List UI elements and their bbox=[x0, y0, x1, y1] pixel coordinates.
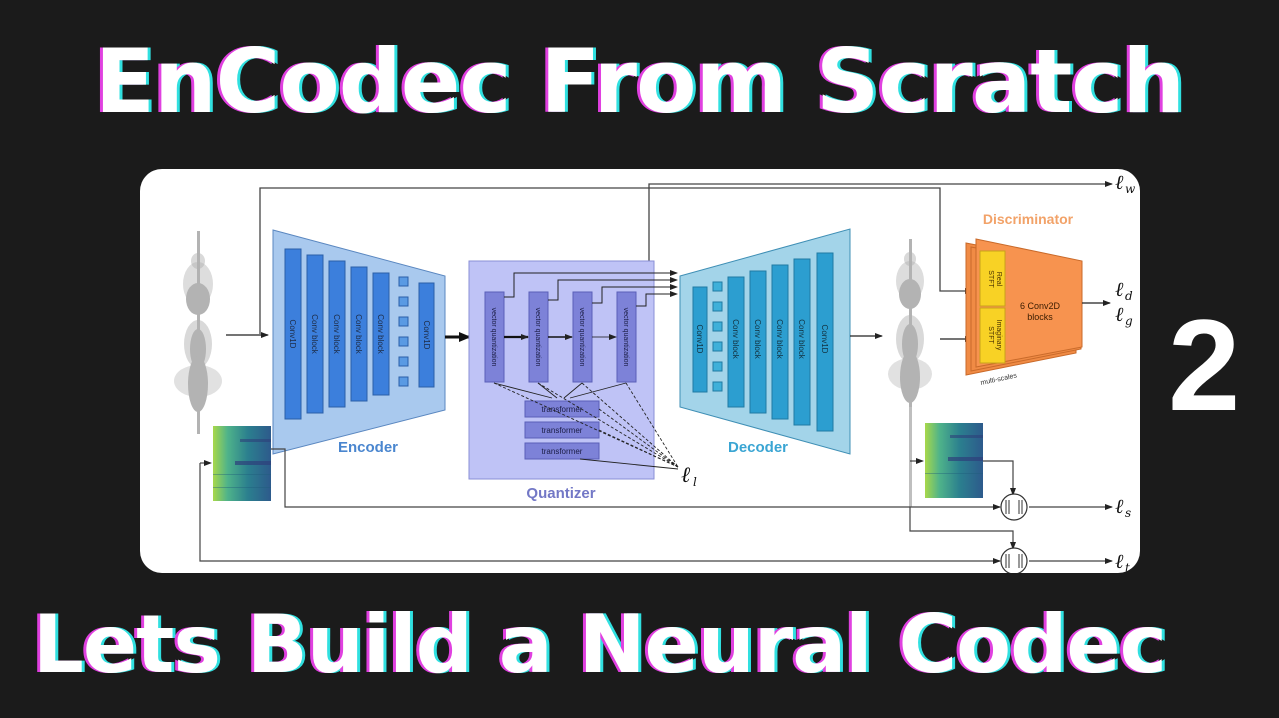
encoder-block-label: Conv1D bbox=[288, 320, 297, 349]
loss-g-symbol: ℓ bbox=[1115, 302, 1124, 326]
loss-g-subscript: g bbox=[1125, 314, 1133, 328]
imag-stft-label-1: Imaginary bbox=[995, 320, 1002, 351]
decoder-block-label: Conv block bbox=[797, 319, 806, 360]
encoder: Conv1D Conv block Conv block Conv block … bbox=[272, 229, 446, 456]
loss-s-symbol: ℓ bbox=[1115, 494, 1124, 518]
encoder-block-label: Conv block bbox=[354, 314, 363, 355]
vq-block-label: vector quantization bbox=[534, 308, 541, 367]
encoder-block-label: Conv block bbox=[310, 314, 319, 355]
discriminator: Real STFT Imaginary STFT 6 Conv2D blocks… bbox=[965, 211, 1083, 387]
loss-t-symbol: ℓ bbox=[1115, 549, 1124, 573]
conv2d-blocks-label-2: blocks bbox=[1027, 312, 1053, 322]
decoder-block-label: Conv block bbox=[753, 319, 762, 360]
title-top: EnCodec From Scratch bbox=[94, 30, 1185, 133]
multi-scales-label: multi-scales bbox=[980, 372, 1018, 387]
transformer-label: transformer bbox=[542, 405, 583, 414]
skip-line-top bbox=[259, 181, 1113, 334]
input-spectrogram bbox=[213, 426, 271, 501]
episode-number: 2 bbox=[1168, 292, 1241, 438]
real-stft-label-2: STFT bbox=[987, 270, 994, 288]
output-spectrogram bbox=[925, 423, 983, 498]
title-bottom: Lets Build a Neural Codec bbox=[32, 598, 1167, 691]
conv2d-blocks-label-1: 6 Conv2D bbox=[1020, 301, 1061, 311]
loss-w-symbol: ℓ bbox=[1115, 170, 1124, 194]
loss-d-subscript: d bbox=[1125, 289, 1133, 303]
imag-stft-label-2: STFT bbox=[987, 326, 994, 344]
loss-d-symbol: ℓ bbox=[1115, 277, 1124, 301]
encoder-block-label: Conv block bbox=[332, 314, 341, 355]
decoder-label: Decoder bbox=[728, 439, 788, 456]
vq-block-label: vector quantization bbox=[490, 308, 497, 367]
quantizer: vector quantization vector quantization … bbox=[468, 260, 679, 502]
input-waveform bbox=[174, 231, 222, 434]
decoder-block-label: Conv1D bbox=[820, 325, 829, 354]
vq-block-label: vector quantization bbox=[578, 308, 585, 367]
loss-l-symbol: ℓ bbox=[681, 463, 691, 488]
vq-block-label: vector quantization bbox=[622, 308, 629, 367]
encoder-block-label: Conv1D bbox=[422, 321, 431, 350]
output-waveform bbox=[888, 239, 932, 507]
quantizer-label: Quantizer bbox=[526, 485, 595, 502]
transformer-label: transformer bbox=[542, 447, 583, 456]
loss-t-subscript: t bbox=[1125, 561, 1130, 573]
encoder-block-label: Conv block bbox=[376, 314, 385, 355]
decoder-block-label: Conv block bbox=[775, 319, 784, 360]
decoder-block-label: Conv block bbox=[731, 319, 740, 360]
discriminator-label: Discriminator bbox=[983, 211, 1074, 227]
encoder-label: Encoder bbox=[338, 439, 398, 456]
loss-s-subscript: s bbox=[1125, 506, 1131, 520]
loss-w-subscript: w bbox=[1125, 182, 1136, 196]
decoder: Conv1D Conv block Conv block Conv block … bbox=[679, 228, 851, 456]
loss-l-subscript: l bbox=[693, 475, 697, 489]
l1-l2-norm-operator bbox=[1000, 493, 1028, 573]
decoder-block-label: Conv1D bbox=[695, 325, 704, 354]
transformer-label: transformer bbox=[542, 426, 583, 435]
real-stft-label-1: Real bbox=[995, 272, 1002, 287]
encodec-architecture-diagram: Conv1D Conv block Conv block Conv block … bbox=[140, 169, 1140, 573]
